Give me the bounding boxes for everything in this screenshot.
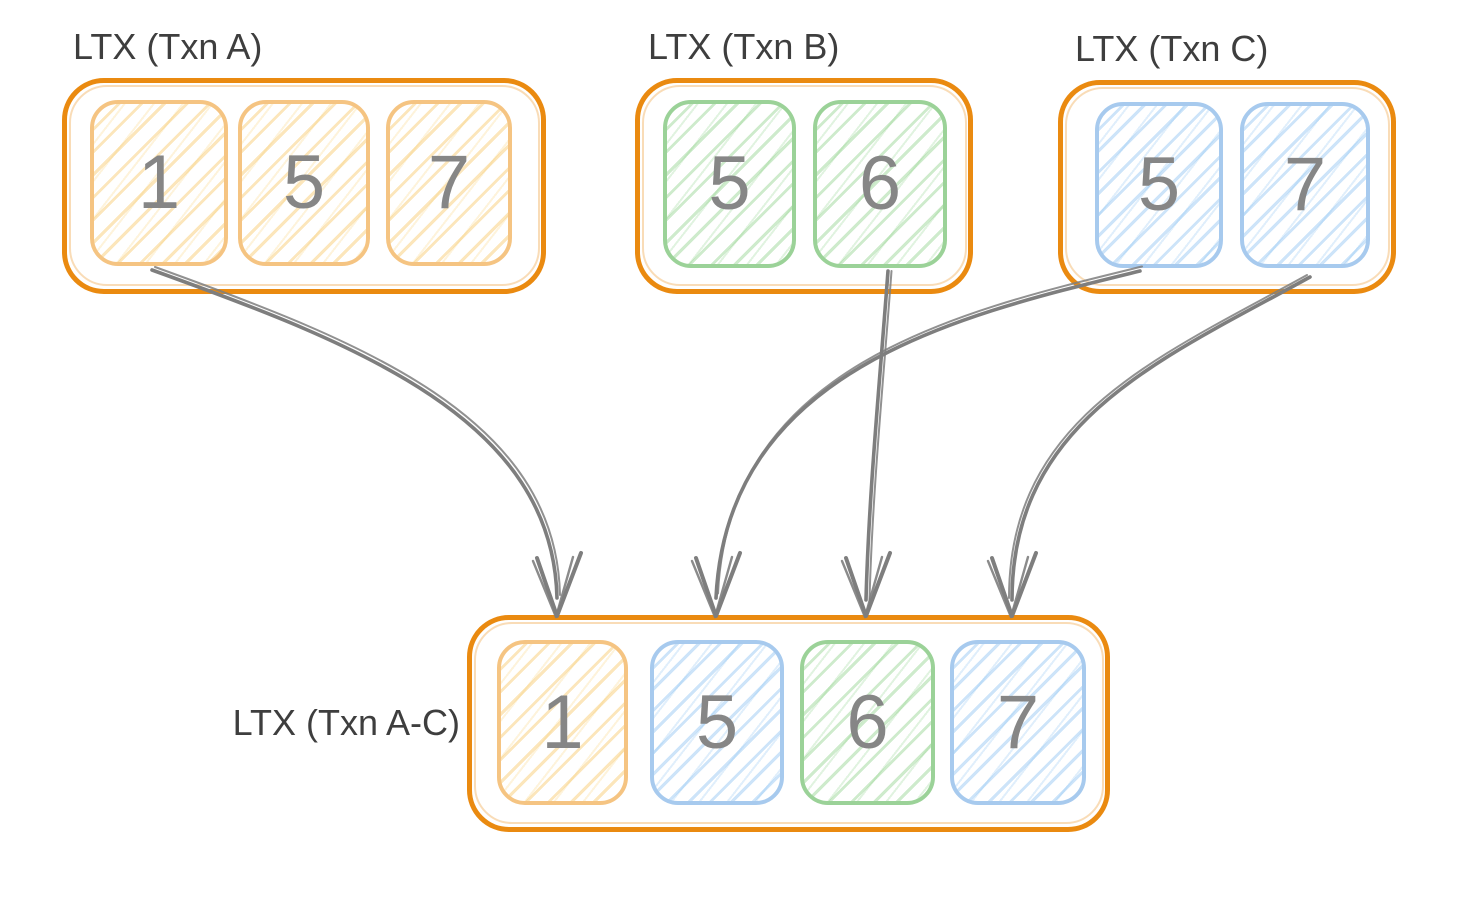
cell-value: 1 [541, 679, 584, 765]
label-txn-c: LTX (Txn C) [1075, 28, 1269, 69]
ltx-box-txn-b: 5 6 [635, 78, 973, 294]
txn-a-cell-1: 1 [90, 100, 228, 266]
merged-cell-5: 5 [650, 640, 784, 805]
ltx-box-txn-a-c: 1 5 6 7 [467, 615, 1110, 832]
cell-value: 7 [1283, 142, 1327, 227]
arrow-txn-a1-to-merged1 [150, 266, 583, 619]
cell-value: 5 [1137, 142, 1181, 227]
cell-value: 7 [427, 140, 471, 225]
label-txn-b: LTX (Txn B) [648, 26, 840, 67]
merged-cell-7: 7 [950, 640, 1086, 805]
cell-value: 6 [858, 141, 902, 226]
arrow-txn-c5-to-merged5 [690, 265, 1143, 619]
cell-value: 5 [695, 679, 739, 765]
cell-value: 7 [996, 679, 1040, 765]
arrow-txn-c7-to-merged7 [986, 274, 1312, 619]
label-txn-a-c: LTX (Txn A-C) [232, 702, 460, 743]
arrow-txn-b6-to-merged6 [840, 269, 893, 619]
txn-a-cell-5: 5 [238, 100, 370, 266]
txn-c-cell-5: 5 [1095, 102, 1223, 268]
txn-b-cell-5: 5 [663, 100, 796, 268]
cell-value: 5 [282, 140, 326, 225]
ltx-box-txn-c: 5 7 [1058, 80, 1396, 294]
cell-value: 1 [137, 140, 181, 225]
merged-cell-6: 6 [800, 640, 935, 805]
txn-a-cell-7: 7 [386, 100, 512, 266]
cell-value: 5 [708, 141, 751, 226]
cell-value: 6 [846, 679, 889, 765]
txn-b-cell-6: 6 [813, 100, 947, 268]
merged-cell-1: 1 [497, 640, 628, 805]
txn-c-cell-7: 7 [1240, 102, 1370, 268]
ltx-box-txn-a: 1 5 7 [62, 78, 546, 294]
label-txn-a: LTX (Txn A) [73, 26, 263, 67]
